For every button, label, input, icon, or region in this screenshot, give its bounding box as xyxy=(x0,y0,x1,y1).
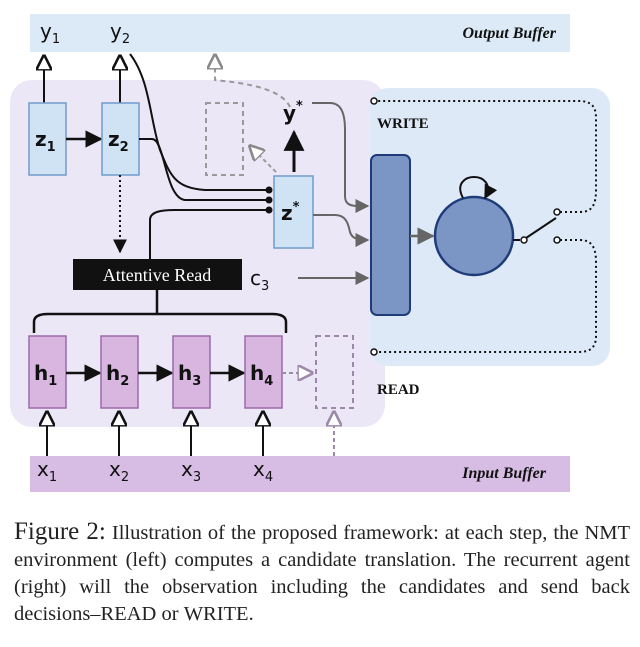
dashed-ghost-arrow xyxy=(250,146,277,173)
input-x1: x1 xyxy=(37,457,57,485)
write-label: WRITE xyxy=(377,116,429,132)
caption-text: Illustration of the proposed framework: … xyxy=(14,522,631,625)
ghost-encoder-box xyxy=(315,335,354,409)
read-signal-line xyxy=(374,239,597,353)
input-x3: x3 xyxy=(181,457,201,485)
switch-lever xyxy=(525,217,557,239)
z2-to-zstar-line xyxy=(139,138,268,201)
output-buffer-label: Output Buffer xyxy=(462,25,556,42)
attention-to-zstar-line xyxy=(149,209,268,260)
switch-write-contact xyxy=(553,208,561,216)
input-x4: x4 xyxy=(253,457,273,485)
attention-bracket xyxy=(32,312,288,333)
switch-read-contact xyxy=(553,236,561,244)
ystar-label: y* xyxy=(283,99,303,125)
decoder-z1-label: z1 xyxy=(35,127,56,155)
agent-rnn-unit xyxy=(433,195,515,277)
attentive-read-block xyxy=(73,259,242,290)
context-c3-label: c3 xyxy=(250,266,269,294)
encoder-state-h1 xyxy=(28,335,67,409)
encoder-h3-label: h3 xyxy=(178,361,201,389)
switch-pivot xyxy=(520,236,528,244)
input-x2: x2 xyxy=(109,457,129,485)
figure-caption: Figure 2: Illustration of the proposed f… xyxy=(14,518,630,628)
input-buffer-bar xyxy=(30,456,570,492)
figure-number: Figure 2: xyxy=(14,518,106,545)
dashed-ystar-to-output xyxy=(215,55,291,108)
caption-write: WRITE xyxy=(183,603,249,625)
caption-end: . xyxy=(248,603,254,625)
zstar-to-agent-arrow xyxy=(313,214,370,247)
encoder-h2-label: h2 xyxy=(106,361,129,389)
output-buffer-bar xyxy=(30,14,570,52)
agent-observation-collector xyxy=(370,154,411,316)
decoder-state-z1 xyxy=(28,102,67,176)
decoder-z2-label: z2 xyxy=(108,127,129,155)
candidate-state-zstar xyxy=(273,175,314,249)
encoder-h4-label: h4 xyxy=(250,361,273,389)
ghost-output-box xyxy=(205,102,244,176)
zstar-label: z* xyxy=(281,200,300,225)
encoder-h1-label: h1 xyxy=(34,361,57,389)
encoder-state-h3 xyxy=(172,335,211,409)
input-buffer-label: Input Buffer xyxy=(461,465,547,482)
attentive-read-label: Attentive Read xyxy=(103,265,211,285)
caption-or: or xyxy=(156,603,184,625)
framework-diagram: Output Buffer Input Buffer y1 y2 z1 z2 z… xyxy=(10,14,610,492)
ystar-to-agent-arrow xyxy=(312,102,370,213)
output-y1: y1 xyxy=(40,19,60,47)
read-label: READ xyxy=(377,382,420,398)
output-y2: y2 xyxy=(110,19,130,47)
caption-read: READ xyxy=(100,603,157,625)
encoder-state-h4 xyxy=(244,335,283,409)
agent-recurrent-loop xyxy=(459,176,498,200)
